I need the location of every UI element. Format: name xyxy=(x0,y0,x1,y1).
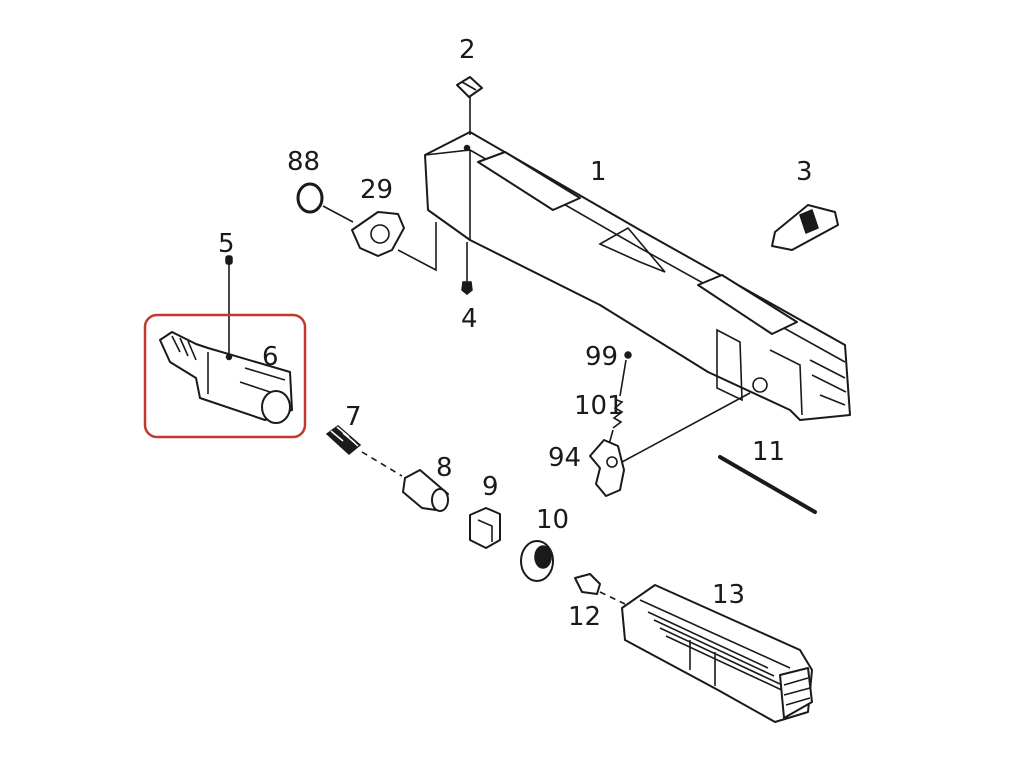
part-9 xyxy=(469,507,501,549)
label-88: 88 xyxy=(287,147,320,177)
part-94-lever xyxy=(589,392,751,497)
label-94: 94 xyxy=(548,443,581,473)
label-99: 99 xyxy=(585,342,618,372)
label-7: 7 xyxy=(345,402,362,432)
part-8 xyxy=(361,451,449,512)
part-12-screw xyxy=(574,573,626,605)
label-11: 11 xyxy=(752,437,785,467)
part-1-slide xyxy=(424,131,851,421)
label-9: 9 xyxy=(482,472,499,502)
part-10 xyxy=(520,540,554,582)
part-labels: 1 2 3 4 5 6 7 8 9 10 11 12 13 29 88 94 9… xyxy=(218,35,813,632)
part-7-spring xyxy=(325,425,362,455)
part-3 xyxy=(771,204,839,251)
part-88-ring xyxy=(296,182,324,214)
label-4: 4 xyxy=(461,304,478,334)
label-13: 13 xyxy=(712,580,745,610)
label-6: 6 xyxy=(262,342,279,372)
part-13 xyxy=(621,584,813,723)
label-1: 1 xyxy=(590,157,607,187)
label-2: 2 xyxy=(459,35,476,65)
part-4 xyxy=(461,242,473,295)
part-11-rod xyxy=(718,455,817,514)
label-10: 10 xyxy=(536,505,569,535)
label-12: 12 xyxy=(568,602,601,632)
part-6-barrel xyxy=(159,331,293,424)
label-8: 8 xyxy=(436,453,453,483)
label-5: 5 xyxy=(218,229,235,259)
part-5-pin xyxy=(225,255,233,355)
label-101: 101 xyxy=(574,391,624,421)
label-3: 3 xyxy=(796,157,813,187)
label-29: 29 xyxy=(360,175,393,205)
part-29 xyxy=(322,205,437,272)
highlight-box xyxy=(143,313,307,439)
part-99-pin xyxy=(619,351,632,397)
part-2 xyxy=(456,76,483,135)
